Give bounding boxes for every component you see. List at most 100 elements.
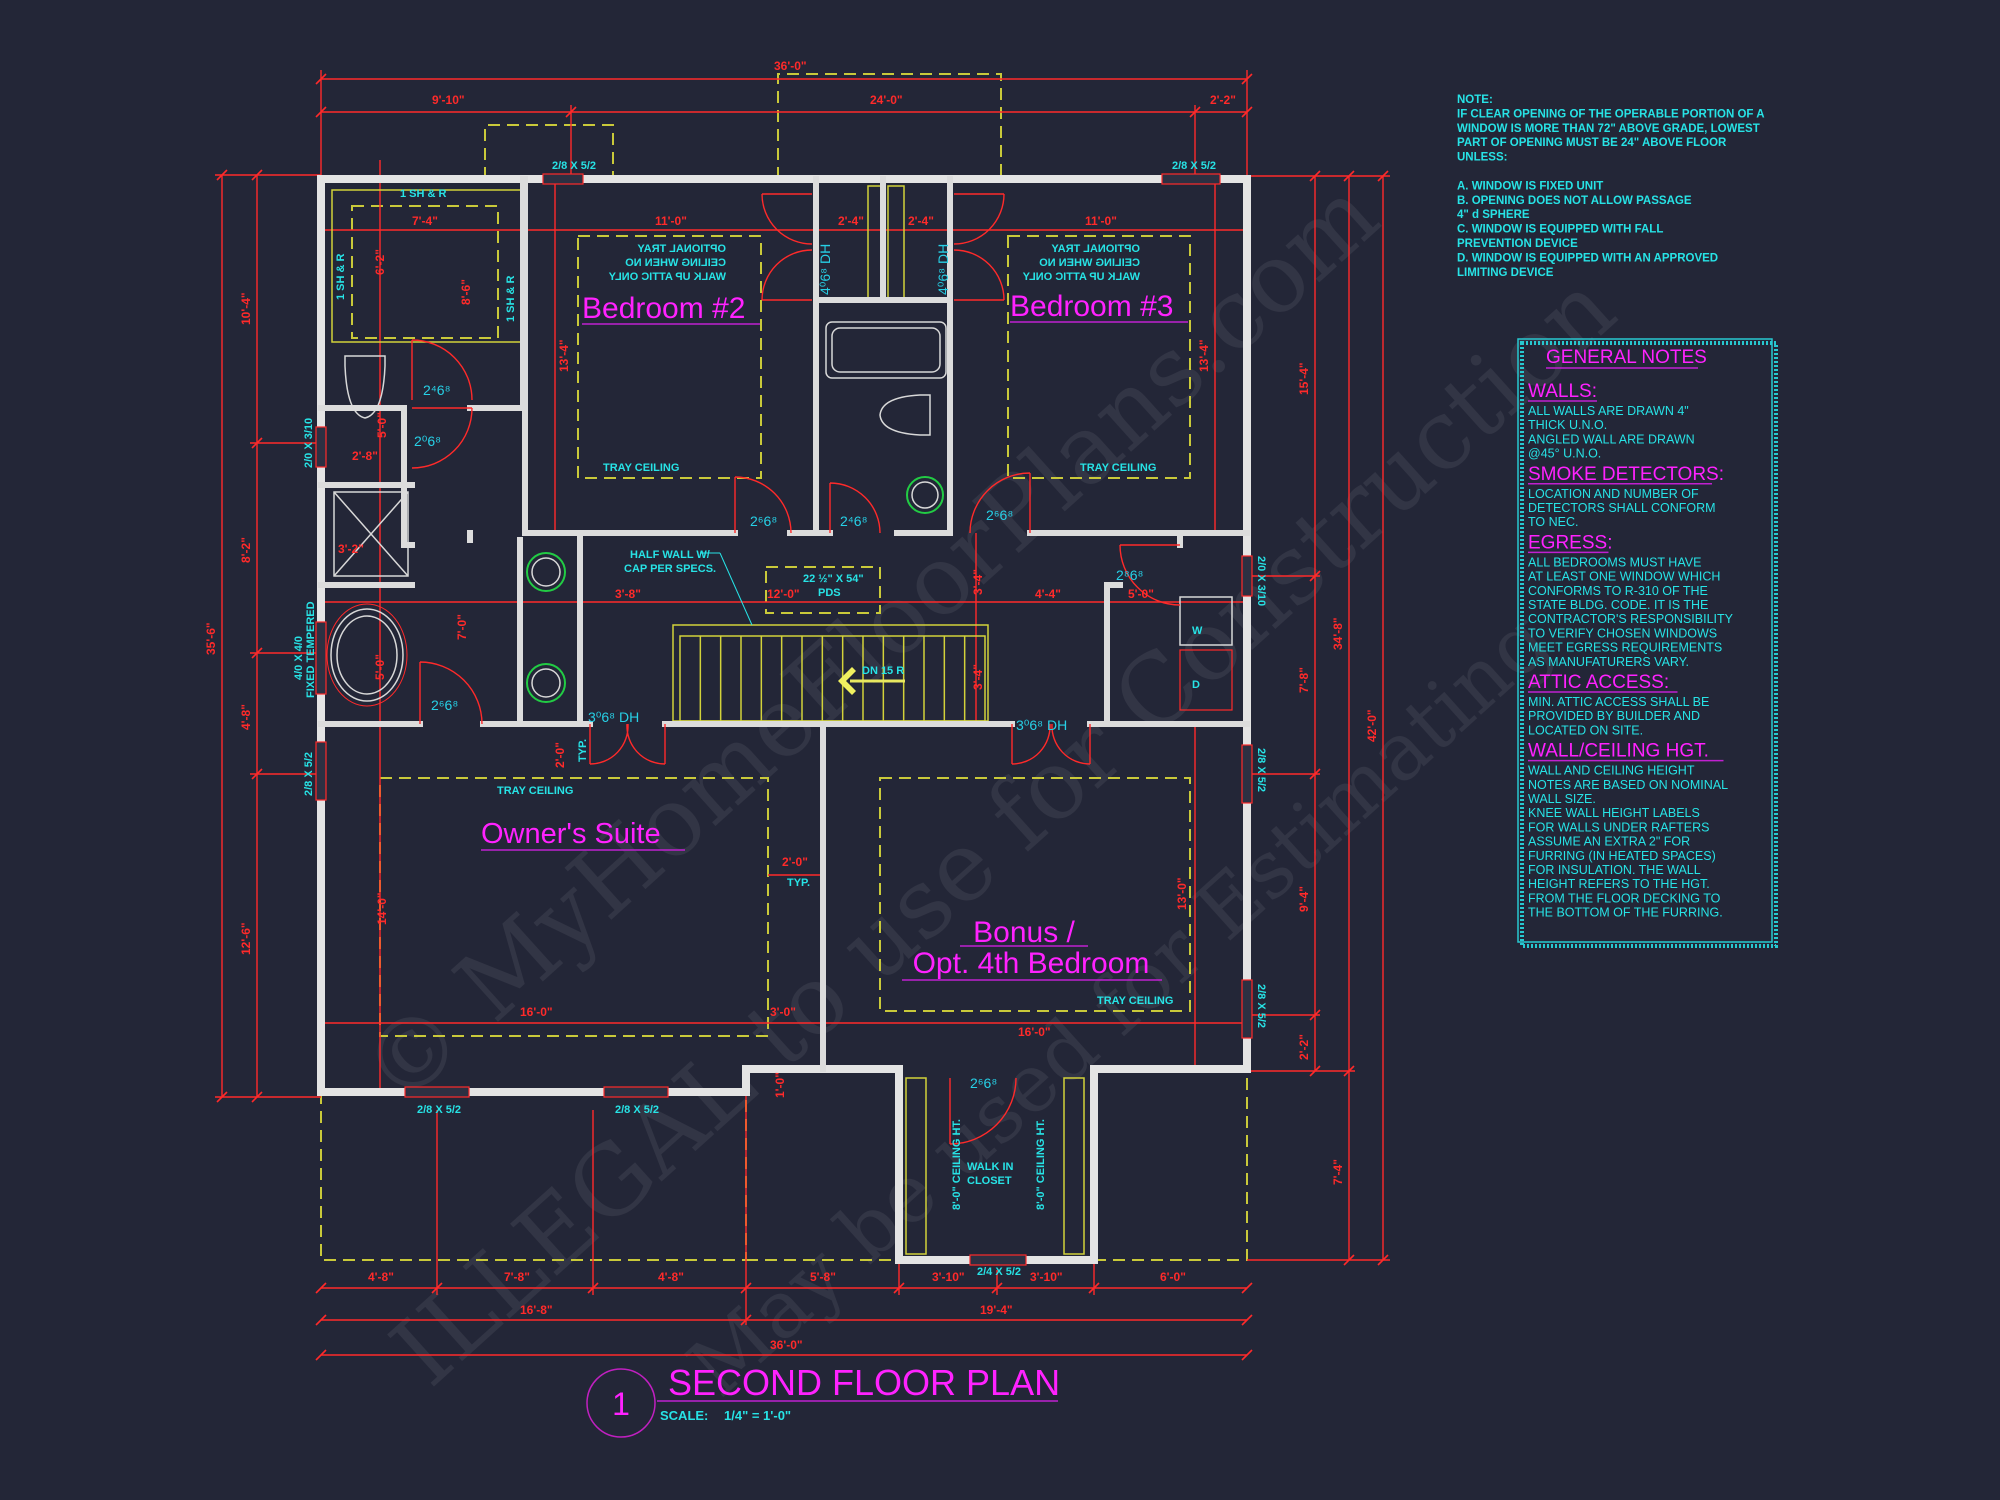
windows — [315, 173, 1253, 1266]
general-notes-title: GENERAL NOTES — [1546, 347, 1707, 368]
drawing-label: 14'-0" — [375, 892, 389, 925]
drawing-label: 2⁶6⁸ — [431, 697, 458, 713]
drawing-label: 5'-0" — [373, 654, 387, 680]
general-notes-line: PROVIDED BY BUILDER AND — [1528, 709, 1700, 723]
room-label-opt-4th-bedroom: Opt. 4th Bedroom — [913, 947, 1150, 980]
drawing-label: 1 SH & R — [505, 275, 517, 322]
drawing-label: 13'-4" — [1197, 339, 1211, 372]
room-labels: Bedroom #2 Bedroom #3 Owner's Suite Bonu… — [481, 290, 1188, 981]
drawing-label: 4'-8" — [368, 1270, 394, 1284]
drawing-title: SECOND FLOOR PLAN — [668, 1362, 1060, 1403]
note-line: D. WINDOW IS EQUIPPED WITH AN APPROVED — [1457, 252, 1718, 264]
general-notes-heading: WALLS: — [1528, 381, 1597, 402]
drawing-label: 2/8 X 5/2 — [1172, 160, 1216, 172]
drawing-label: 2⁰6⁸ — [414, 433, 441, 449]
general-notes-line: ALL WALLS ARE DRAWN 4" — [1528, 404, 1689, 418]
drawing-label: 4⁰6⁸ DH — [817, 244, 833, 295]
drawing-label: 3⁰6⁸ DH — [1016, 717, 1067, 733]
drawing-label: TRAY CEILING — [1097, 995, 1173, 1007]
general-notes-line: ASSUME AN EXTRA 2" FOR — [1528, 835, 1690, 849]
drawing-label: 13'-0" — [1175, 877, 1189, 910]
general-notes-line: FURRING (IN HEATED SPACES) — [1528, 849, 1716, 863]
room-label-bedroom3: Bedroom #3 — [1010, 290, 1173, 323]
drawing-label: 4/0 X 4/0 — [293, 636, 305, 680]
drawing-label: 8'-0" CEILING HT. — [1035, 1119, 1047, 1210]
note-line: WINDOW IS MORE THAN 72" ABOVE GRADE, LOW… — [1457, 123, 1760, 135]
drawing-label: 13'-4" — [557, 339, 571, 372]
room-label-bedroom2: Bedroom #2 — [582, 292, 745, 325]
general-notes-line: THE BOTTOM OF THE FURRING. — [1528, 906, 1723, 920]
drawing-label: 2/0 X 3/10 — [1255, 556, 1267, 606]
general-notes-line: MEET EGRESS REQUIREMENTS — [1528, 641, 1722, 655]
window-note: NOTE:IF CLEAR OPENING OF THE OPERABLE PO… — [1457, 94, 1765, 279]
drawing-label: D — [1192, 679, 1200, 691]
bathtub-icon — [825, 321, 947, 379]
drawing-label: DN 15 R — [862, 665, 904, 677]
drawing-label: 2'-2" — [1210, 93, 1236, 107]
drawing-label: TRAY CEILING — [1080, 462, 1156, 474]
general-notes-line: AS MANUFATURERS VARY. — [1528, 655, 1689, 669]
note-line: UNLESS: — [1457, 152, 1507, 164]
tray-ceiling-bonus — [879, 777, 1191, 1012]
drawing-label: 3⁰6⁸ DH — [588, 709, 639, 725]
note-line: B. OPENING DOES NOT ALLOW PASSAGE — [1457, 195, 1692, 207]
drawing-label: 2'-2" — [1297, 1034, 1311, 1060]
drawing-label: 7'-4" — [1331, 1159, 1345, 1185]
drawing-label: 3'-8" — [615, 587, 641, 601]
note-line: IF CLEAR OPENING OF THE OPERABLE PORTION… — [1457, 108, 1765, 120]
drawing-label: 2⁴6⁸ — [423, 382, 451, 398]
drawing-label: 8'-0" CEILING HT. — [951, 1119, 963, 1210]
sink-icon — [526, 663, 566, 703]
toilet-icon — [344, 355, 386, 419]
general-notes-line: CONFORMS TO R-310 OF THE — [1528, 584, 1708, 598]
scale-value: 1/4" = 1'-0" — [724, 1408, 791, 1423]
general-notes-line: FROM THE FLOOR DECKING TO — [1528, 891, 1721, 905]
drawing-label: 8'-6" — [459, 279, 473, 305]
drawing-label: 15'-4" — [1297, 362, 1311, 395]
drawing-label: 4'-4" — [1035, 587, 1061, 601]
drawing-label: TRAY CEILING — [497, 785, 573, 797]
doors — [411, 193, 1181, 1145]
drawing-label: 16'-0" — [520, 1005, 553, 1019]
general-notes-line: WALL AND CEILING HEIGHT — [1528, 764, 1695, 778]
washer-icon — [1179, 596, 1233, 646]
general-notes-line: @45° U.N.O. — [1528, 447, 1601, 461]
general-notes-line: LOCATION AND NUMBER OF — [1528, 487, 1699, 501]
note-line: PREVENTION DEVICE — [1457, 238, 1578, 250]
general-notes-line: STATE BLDG. CODE. IT IS THE — [1528, 598, 1708, 612]
general-notes-heading: WALL/CEILING HGT. — [1528, 741, 1709, 762]
room-label-owners-suite: Owner's Suite — [481, 818, 661, 850]
drawing-label: 2⁸6⁸ — [1116, 567, 1143, 583]
general-notes-line: THICK U.N.O. — [1528, 418, 1607, 432]
drawing-label: CLOSET — [967, 1175, 1012, 1187]
drawing-label: 2⁴6⁸ — [840, 513, 868, 529]
drawing-label: 16'-0" — [1018, 1025, 1051, 1039]
drawing-label: 2/8 X 5/2 — [552, 160, 596, 172]
general-notes-heading: SMOKE DETECTORS: — [1528, 464, 1724, 485]
drawing-label: 11'-0" — [1085, 214, 1117, 228]
drawing-label: 3'-4" — [971, 664, 985, 690]
drawing-label: 2/0 X 3/10 — [303, 418, 315, 468]
mirrored-tray-notes: OPTIONAL TRAY CEILING WHEN NO WALK UP AT… — [608, 243, 1140, 283]
general-notes-heading: ATTIC ACCESS: — [1528, 672, 1669, 693]
general-notes-line: LOCATED ON SITE. — [1528, 723, 1643, 737]
drawing-label: 4⁰6⁸ DH — [935, 244, 951, 295]
drawing-label: 36'-0" — [770, 1338, 803, 1352]
drawing-label: 5'-0" — [375, 412, 389, 438]
drawing-label: 2'-8" — [352, 449, 378, 463]
drawing-label: 36'-0" — [774, 59, 807, 73]
drawing-label: 2⁶6⁸ — [986, 507, 1013, 523]
drawing-label: CEILING WHEN NO — [625, 257, 726, 269]
drawing-label: TYP. — [577, 739, 589, 762]
general-notes-line: ALL BEDROOMS MUST HAVE — [1528, 555, 1701, 569]
drawing-label: 1'-0" — [773, 1072, 787, 1098]
drawing-label: HALF WALL W/ — [630, 549, 710, 561]
dimension-lines — [215, 70, 1390, 1361]
drawing-label: 2/8 X 5/2 — [303, 752, 315, 796]
drawing-label: CAP PER SPECS. — [624, 563, 716, 575]
drawing-label: 7'-4" — [412, 214, 438, 228]
drawing-label: 5'-0" — [1128, 587, 1154, 601]
room-label-bonus: Bonus / — [973, 916, 1075, 949]
note-line: A. WINDOW IS FIXED UNIT — [1457, 180, 1603, 192]
